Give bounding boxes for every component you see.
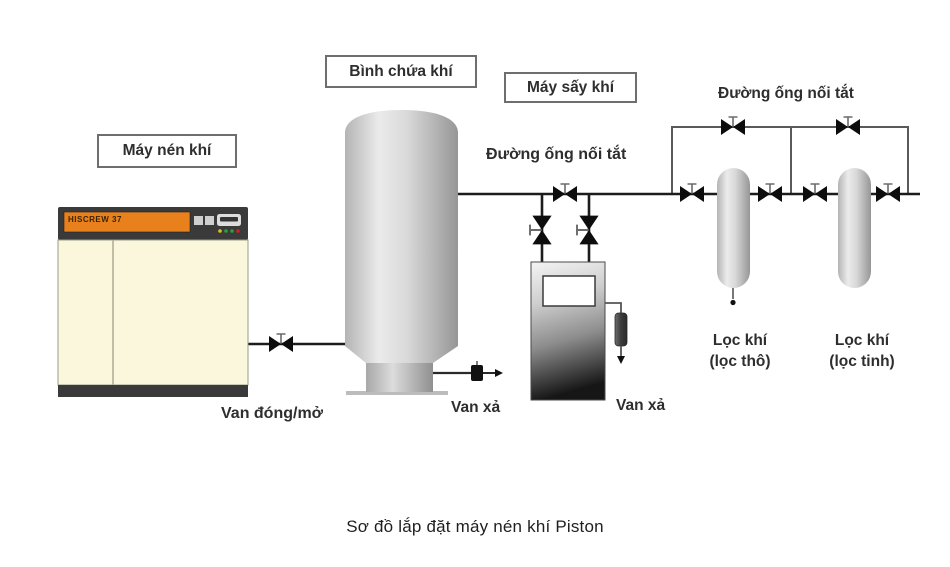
fine-filter-label-line2: (lọc tinh) — [829, 353, 895, 370]
dryer-outlet-valve-icon — [576, 214, 600, 246]
drain-plug-icon — [471, 365, 483, 381]
compressor-readout-slot — [220, 217, 238, 222]
fine-filter-label-line1: Lọc khí — [834, 332, 890, 349]
compressor-base — [58, 385, 248, 397]
fine-filter-vessel — [838, 168, 871, 288]
air-tank-vessel — [345, 110, 458, 363]
dryer-label: Máy sấy khí — [504, 72, 637, 103]
dryer-inlet-valve-icon — [529, 214, 553, 246]
compressor-button — [205, 216, 214, 225]
coarse-filter-label: Lọc khí (lọc thô) — [690, 330, 790, 372]
tank-label: Bình chứa khí — [325, 55, 477, 88]
fine-filter-label: Lọc khí (lọc tinh) — [812, 330, 912, 372]
compressor-label: Máy nén khí — [97, 134, 237, 168]
coarse-filter-outlet-valve-icon — [757, 183, 783, 203]
tank-pedestal — [366, 363, 433, 392]
filter-bypass-label: Đường ống nối tắt — [718, 85, 854, 102]
coarse-filter-drain-tip — [730, 299, 736, 306]
coarse-filter-vessel — [717, 168, 750, 288]
indicator-light-red — [236, 229, 240, 233]
coarse-bypass-valve-icon — [720, 116, 746, 136]
fine-filter-outlet-valve-icon — [875, 183, 901, 203]
coarse-filter-inlet-valve-icon — [679, 183, 705, 203]
drain-trap-icon — [614, 312, 628, 347]
arrow-icon — [617, 356, 625, 364]
fine-filter-inlet-valve-icon — [802, 183, 828, 203]
coarse-filter-label-line2: (lọc thô) — [709, 353, 771, 370]
arrow-icon — [495, 369, 503, 377]
dryer-bypass-valve-icon — [552, 183, 578, 203]
fine-bypass-valve-icon — [835, 116, 861, 136]
dryer-drain-pipe — [605, 302, 622, 313]
compressor-button — [194, 216, 203, 225]
compressor-model-text: HISCREW 37 — [68, 215, 122, 224]
indicator-light-green — [230, 229, 234, 233]
shutoff-valve-icon — [268, 333, 294, 353]
dryer-drain-label: Van xả — [616, 397, 666, 414]
compressor-doors — [57, 239, 249, 386]
coarse-filter-label-line1: Lọc khí — [712, 332, 768, 349]
indicator-light-yellow — [218, 229, 222, 233]
shutoff-valve-label: Van đóng/mở — [221, 405, 324, 422]
dryer-bypass-label: Đường ống nối tắt — [486, 146, 627, 163]
indicator-light-green — [224, 229, 228, 233]
dryer-display-window — [542, 275, 596, 307]
compressor-display-strip — [63, 211, 191, 233]
diagram-caption: Sơ đồ lắp đặt máy nén khí Piston — [346, 517, 604, 536]
tank-drain-label: Van xả — [451, 399, 501, 416]
